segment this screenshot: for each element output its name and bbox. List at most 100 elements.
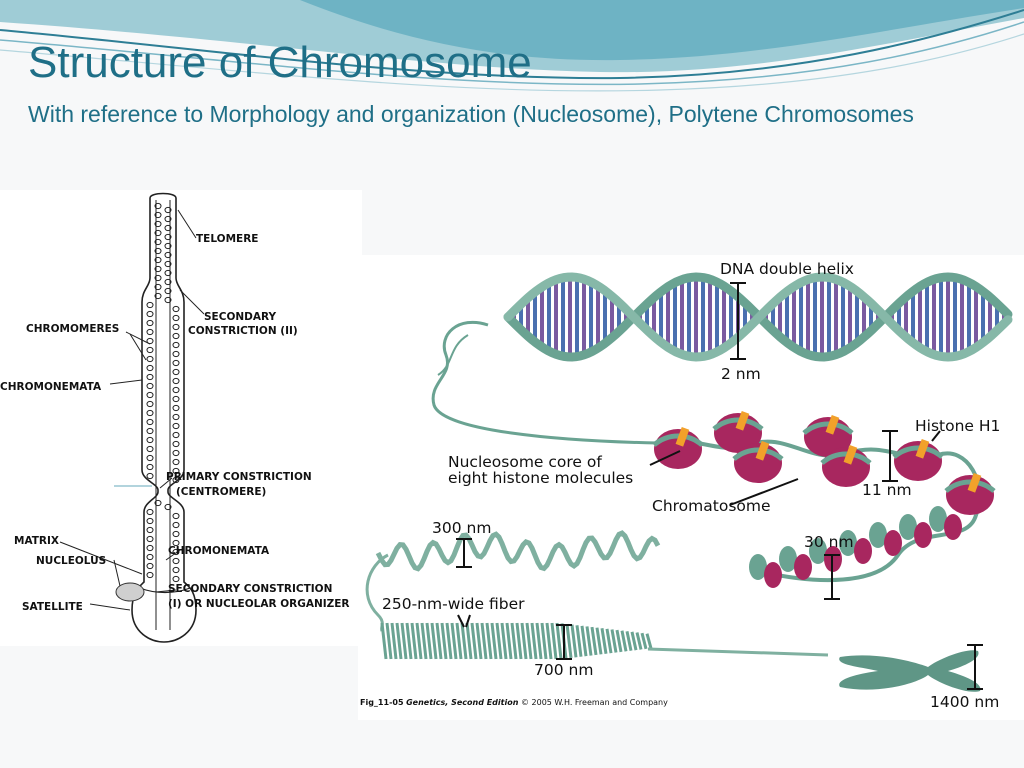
condensed-coil-loop bbox=[555, 622, 563, 660]
condensed-coil-loop bbox=[640, 632, 648, 650]
chromomere-bead bbox=[172, 476, 180, 484]
solenoid-nucleosome bbox=[779, 546, 797, 572]
chromomere-bead bbox=[146, 535, 154, 543]
chromomere-bead bbox=[154, 256, 162, 264]
chromomere-bead bbox=[172, 314, 180, 322]
condensed-coil-loop bbox=[465, 622, 473, 660]
condensed-coil-loop bbox=[430, 622, 438, 660]
label-1400nm: 1400 nm bbox=[930, 693, 999, 711]
chromomere-bead bbox=[154, 211, 162, 219]
condensed-coil-loop bbox=[500, 622, 508, 660]
chromomere-bead bbox=[172, 377, 180, 385]
chromomere-bead bbox=[172, 458, 180, 466]
chromomere-bead bbox=[146, 571, 154, 579]
caption-copyright: © 2005 W.H. Freeman and Company bbox=[521, 698, 668, 707]
dna-packaging-diagram: DNA double helix 2 nm Histone H1 Nucleos… bbox=[358, 255, 1024, 720]
solenoid-30nm-fiber bbox=[749, 506, 978, 588]
solenoid-nucleosome bbox=[884, 530, 902, 556]
chromomere-bead bbox=[164, 260, 172, 268]
histone-h1 bbox=[915, 438, 930, 459]
label-2nm: 2 nm bbox=[721, 365, 761, 383]
condensed-coil-loop bbox=[505, 622, 513, 660]
solenoid-nucleosome bbox=[749, 554, 767, 580]
chromomere-bead bbox=[172, 422, 180, 430]
chromomere-bead bbox=[154, 202, 162, 210]
chromomere-bead bbox=[172, 575, 180, 583]
chromomere-bead bbox=[172, 305, 180, 313]
chromomere-bead bbox=[146, 418, 154, 426]
chromosome-outline bbox=[131, 192, 197, 643]
chromomere-bead bbox=[146, 373, 154, 381]
chromomere-bead bbox=[146, 553, 154, 561]
label-11nm: 11 nm bbox=[862, 481, 912, 499]
chromomere-bead bbox=[146, 436, 154, 444]
condensed-coil-loop bbox=[515, 622, 523, 660]
svg-text:Fig_11-05 Genetics, Second Edi: Fig_11-05 Genetics, Second Edition © 200… bbox=[360, 698, 668, 707]
condensed-coil-loop bbox=[400, 622, 408, 660]
chromomere-bead bbox=[164, 296, 172, 304]
condensed-coil-loop bbox=[495, 622, 503, 660]
figure-caption: Fig_11-05 Genetics, Second Edition © 200… bbox=[360, 698, 668, 707]
chromomere-bead bbox=[172, 512, 180, 520]
histone-h1 bbox=[825, 414, 840, 435]
condensed-coil-loop bbox=[455, 622, 463, 660]
chromomere-bead bbox=[146, 445, 154, 453]
header-wave-decoration bbox=[0, 0, 1024, 92]
coiled-linker-strand bbox=[431, 320, 659, 445]
condensed-coil-loop bbox=[460, 622, 468, 660]
condensed-coil-loop bbox=[625, 630, 633, 652]
label-centromere: (CENTROMERE) bbox=[176, 486, 266, 498]
condensed-coil-loop bbox=[645, 633, 653, 649]
condensed-coil-loop bbox=[440, 622, 448, 660]
condensed-coil-loop bbox=[480, 622, 488, 660]
chromomere-bead bbox=[164, 233, 172, 241]
chromomere-bead bbox=[154, 238, 162, 246]
chromomere-bead bbox=[146, 328, 154, 336]
label-secondary-constriction-ii: SECONDARY bbox=[204, 311, 277, 323]
histone-h1 bbox=[843, 444, 858, 465]
label-chromomeres: CHROMOMERES bbox=[26, 323, 119, 335]
label-chromonemata-right: CHROMONEMATA bbox=[168, 545, 270, 557]
chromomere-bead bbox=[154, 229, 162, 237]
label-nucleosome-core: Nucleosome core of bbox=[448, 453, 602, 471]
condensed-coil-loop bbox=[605, 628, 613, 654]
condensed-coil-loop bbox=[540, 622, 548, 660]
chromomere-bead bbox=[172, 557, 180, 565]
chromosome-morphology-diagram: TELOMERE SECONDARY CONSTRICTION (II) CHR… bbox=[0, 190, 362, 646]
label-nucleolus: NUCLEOLUS bbox=[36, 555, 106, 567]
slide-title: Structure of Chromosome bbox=[28, 38, 532, 87]
condensed-700nm-fiber bbox=[380, 622, 829, 660]
caption-book: Genetics, Second Edition bbox=[406, 698, 519, 707]
histone-h1 bbox=[735, 410, 750, 431]
right-diagram-labels: DNA double helix 2 nm Histone H1 Nucleos… bbox=[382, 260, 1000, 711]
chromomere-bead bbox=[154, 274, 162, 282]
condensed-coil-loop bbox=[600, 628, 608, 654]
nucleosome-wrap bbox=[892, 445, 944, 459]
chromomere-bead bbox=[146, 310, 154, 318]
label-matrix: MATRIX bbox=[14, 535, 59, 547]
chromomere-bead bbox=[164, 251, 172, 259]
chromomere-bead bbox=[164, 206, 172, 214]
dimension-markers bbox=[456, 282, 983, 690]
label-chromatosome: Chromatosome bbox=[652, 497, 771, 515]
condensed-coil-loop bbox=[420, 622, 428, 660]
condensed-coil-loop bbox=[575, 625, 583, 657]
solenoid-nucleosome bbox=[929, 506, 947, 532]
chromomere-bead bbox=[172, 350, 180, 358]
label-satellite: SATELLITE bbox=[22, 601, 83, 613]
label-eight-histone-molecules: eight histone molecules bbox=[448, 469, 633, 487]
condensed-coil-loop bbox=[580, 625, 588, 657]
nucleosome-wrap bbox=[652, 433, 704, 447]
dna-double-helix bbox=[503, 272, 1013, 362]
label-250nm-fiber: 250-nm-wide fiber bbox=[382, 595, 525, 613]
slide-subtitle: With reference to Morphology and organiz… bbox=[28, 101, 914, 127]
chromomere-bead bbox=[164, 278, 172, 286]
chromomere-bead bbox=[146, 517, 154, 525]
chromomere-bead bbox=[172, 467, 180, 475]
nucleosome-string bbox=[652, 410, 996, 516]
label-telomere: TELOMERE bbox=[196, 233, 258, 245]
condensed-coil-loop bbox=[395, 622, 403, 660]
chromomere-bead bbox=[154, 499, 162, 507]
histone-h1 bbox=[967, 472, 982, 493]
chromomere-bead bbox=[146, 544, 154, 552]
